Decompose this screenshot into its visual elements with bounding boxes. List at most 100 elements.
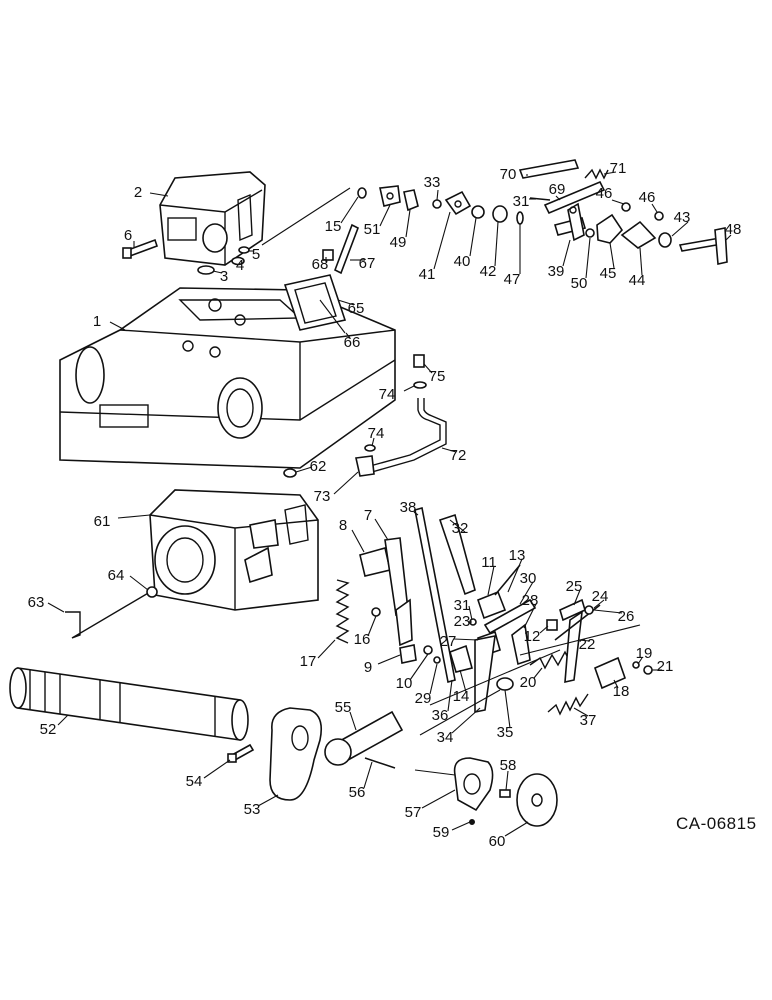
part-14-lever xyxy=(449,644,473,673)
leader-line xyxy=(593,599,605,609)
leader-line xyxy=(573,589,581,606)
part-18-bracket xyxy=(593,656,627,690)
callout-16: 16 xyxy=(354,631,371,648)
part-53-lift-arm xyxy=(269,707,323,801)
callout-47: 47 xyxy=(504,271,521,288)
leader-line xyxy=(577,639,591,642)
callout-35: 35 xyxy=(497,724,514,741)
callout-6: 6 xyxy=(124,227,132,244)
part-12-bolt xyxy=(546,619,558,631)
part-19-bolt xyxy=(632,661,640,669)
part-13-link xyxy=(494,564,521,596)
leader-line xyxy=(129,575,149,591)
leader-line xyxy=(257,794,279,807)
part-49-plug xyxy=(403,189,419,212)
part-59-fitting xyxy=(469,819,475,825)
part-21-nut xyxy=(643,665,653,675)
part-74a-washer xyxy=(413,381,427,389)
callout-75: 75 xyxy=(429,368,446,385)
part-8-bracket xyxy=(359,547,391,577)
callout-24: 24 xyxy=(592,588,609,605)
callout-3: 3 xyxy=(220,268,228,285)
leader-line xyxy=(212,270,223,274)
part-1-housing xyxy=(59,287,396,469)
leader-line xyxy=(487,565,495,596)
part-16-nut xyxy=(371,607,381,617)
part-28-clip xyxy=(511,623,531,666)
callout-49: 49 xyxy=(390,234,407,251)
part-47-ring xyxy=(516,211,524,225)
part-30-link xyxy=(483,598,537,635)
callout-11: 11 xyxy=(481,554,497,571)
callout-14: 14 xyxy=(453,688,470,705)
part-46b-ball xyxy=(654,211,664,221)
leader-line xyxy=(507,558,523,593)
part-51-fitting xyxy=(379,185,401,207)
leader-line xyxy=(585,237,591,279)
leader-line xyxy=(613,679,619,689)
leader-line xyxy=(468,605,473,621)
part-64-fitting xyxy=(146,586,158,598)
leader-line xyxy=(203,759,231,779)
callout-1: 1 xyxy=(93,313,101,330)
leader-line xyxy=(593,609,623,614)
part-10-ring xyxy=(423,645,433,655)
callout-22: 22 xyxy=(579,636,596,653)
part-45-cam xyxy=(596,213,624,244)
leader-line xyxy=(504,821,529,837)
part-44-cam xyxy=(620,220,657,249)
callout-38: 38 xyxy=(400,499,417,516)
callout-62: 62 xyxy=(310,458,327,475)
callout-60: 60 xyxy=(489,833,506,850)
callout-23: 23 xyxy=(454,613,471,630)
leader-line xyxy=(377,654,401,665)
leader-line xyxy=(337,299,355,306)
part-33-nut xyxy=(432,199,442,209)
parts-57-60-guide-line xyxy=(414,769,456,776)
part-26-nut xyxy=(584,605,594,615)
callout-30: 30 xyxy=(520,570,537,587)
callout-50: 50 xyxy=(571,275,588,292)
callout-43: 43 xyxy=(674,209,691,226)
leader-line xyxy=(539,625,549,634)
leader-line xyxy=(374,518,389,541)
callout-54: 54 xyxy=(186,773,203,790)
callout-37: 37 xyxy=(580,712,597,729)
leader-line xyxy=(413,511,419,516)
leader-line xyxy=(611,199,625,205)
callout-41: 41 xyxy=(419,266,436,283)
leader-line xyxy=(603,171,617,175)
part-41-arm xyxy=(444,190,472,216)
leader-line xyxy=(371,437,375,447)
leader-line xyxy=(379,204,391,227)
leader-line xyxy=(449,519,466,533)
part-36-plate xyxy=(474,634,496,713)
leader-line xyxy=(317,639,336,659)
leader-line xyxy=(117,514,151,519)
part-52-shaft xyxy=(9,667,249,741)
callout-74: 74 xyxy=(379,386,396,403)
part-67-stud xyxy=(333,223,360,275)
part-58-screw xyxy=(499,789,511,798)
part-62-nut xyxy=(283,468,297,478)
part-40-nut xyxy=(471,205,485,219)
part-5-washer xyxy=(238,246,250,254)
part-68-nut xyxy=(322,249,334,261)
callout-46: 46 xyxy=(596,185,613,202)
leader-line xyxy=(519,581,534,605)
leader-line xyxy=(403,385,415,392)
callout-27: 27 xyxy=(440,633,457,650)
part-69-link xyxy=(543,180,606,215)
part-37-spring xyxy=(547,693,589,716)
leader-line xyxy=(436,189,439,201)
leader-line xyxy=(651,203,658,213)
leader-line xyxy=(333,471,359,495)
leader-line xyxy=(429,663,438,695)
part-6-bolt xyxy=(122,238,159,259)
part-35-roller xyxy=(496,677,514,691)
leader-line xyxy=(609,242,615,269)
leader-line xyxy=(451,707,481,734)
part-34-guide xyxy=(419,689,501,736)
callout-74: 74 xyxy=(368,425,385,442)
